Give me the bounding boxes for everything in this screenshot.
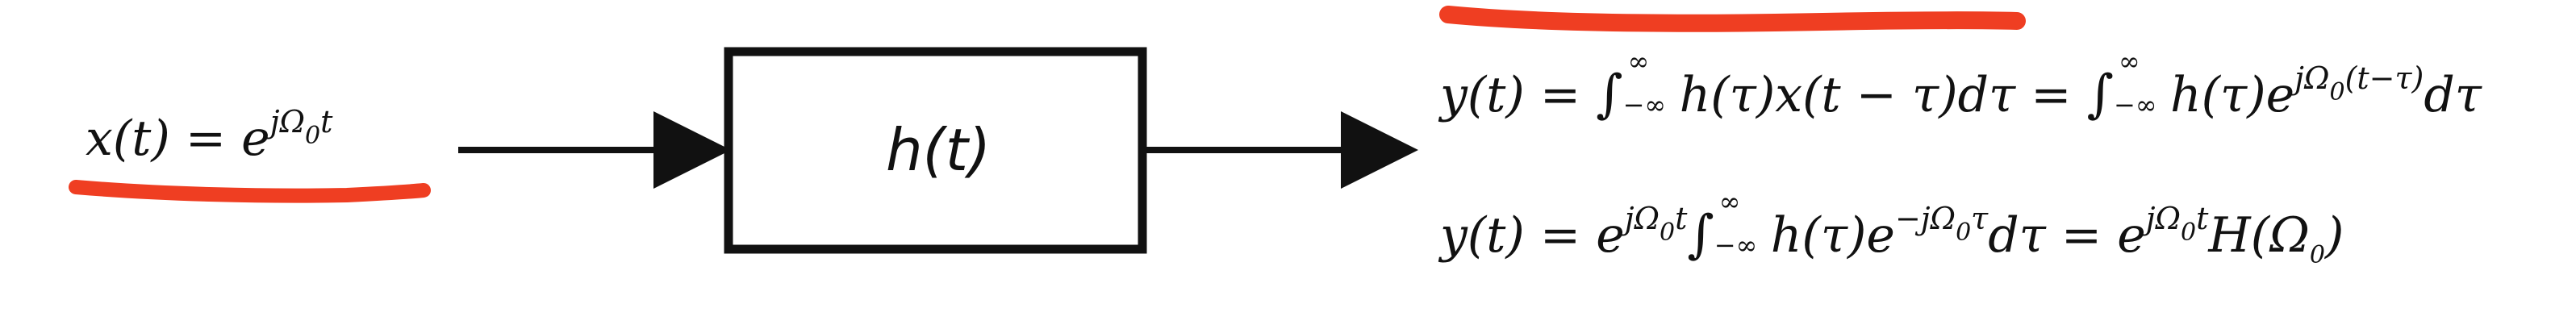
out2-a: y(t) = e [1440, 207, 1625, 264]
out2-sup3-sub: 0 [2181, 219, 2197, 247]
integral-sign-1b: ∫ [2086, 65, 2114, 124]
input-expression: x(t) = ejΩ0t [86, 106, 332, 163]
integral-limits-1b: ∞ −∞ [2114, 48, 2170, 118]
int-hi-1b: ∞ [2119, 46, 2140, 77]
out2-sup: jΩ [1624, 201, 1660, 236]
out2-sup2-tail: τ [1971, 201, 1989, 236]
integral-sign-1a: ∫ [1596, 65, 1623, 124]
input-exp-tail: t [320, 104, 333, 140]
output-equation-1: y(t) = ∫∞−∞h(τ)x(t − τ)dτ = ∫∞−∞h(τ)ejΩ0… [1440, 48, 2482, 123]
out1-d: dτ [2424, 67, 2482, 123]
out2-sup-sub: 0 [1660, 219, 1676, 247]
input-lhs: x(t) = e [86, 110, 270, 167]
out2-sup2-sub: 0 [1956, 219, 1972, 247]
out2-d-sub: 0 [2309, 241, 2325, 269]
out1-sup-sub: 0 [2329, 78, 2345, 106]
out2-b: h(τ)e [1770, 207, 1895, 264]
system-box [724, 47, 1147, 254]
out1-sup: jΩ [2294, 60, 2330, 96]
integral-limits-2: ∞ −∞ [1714, 189, 1771, 258]
out1-c: h(τ)e [2170, 67, 2295, 123]
system-label: h(t) [886, 116, 992, 184]
out2-sup3: jΩ [2145, 201, 2181, 236]
input-exp-sup: jΩ [269, 104, 305, 140]
output-equation-2: y(t) = ejΩ0t∫∞−∞h(τ)e−jΩ0τdτ = ejΩ0tH(Ω0… [1440, 189, 2344, 269]
out2-c: dτ = e [1988, 207, 2146, 264]
integral-limits-1a: ∞ −∞ [1623, 48, 1680, 118]
int-lo-1b: −∞ [2114, 90, 2157, 120]
out2-sup-tail: t [1675, 201, 1688, 236]
int-lo-2: −∞ [1714, 230, 1758, 260]
input-red-underline [69, 180, 431, 203]
out2-sup3-tail: t [2196, 201, 2209, 236]
out1-b: h(τ)x(t − τ)dτ = [1679, 67, 2087, 123]
out2-d: H(Ω [2208, 207, 2310, 264]
int-lo-1a: −∞ [1622, 90, 1667, 120]
input-exp-sub: 0 [305, 122, 321, 150]
out1-sup-tail: (t−τ) [2344, 60, 2424, 96]
int-hi-1a: ∞ [1627, 46, 1650, 77]
out1-a: y(t) = [1440, 67, 1597, 123]
out2-sup2: −jΩ [1894, 201, 1956, 236]
out2-d-tail: ) [2324, 207, 2344, 264]
integral-sign-2: ∫ [1687, 205, 1714, 264]
top-red-underline [1439, 6, 2026, 32]
int-hi-2: ∞ [1718, 186, 1741, 217]
